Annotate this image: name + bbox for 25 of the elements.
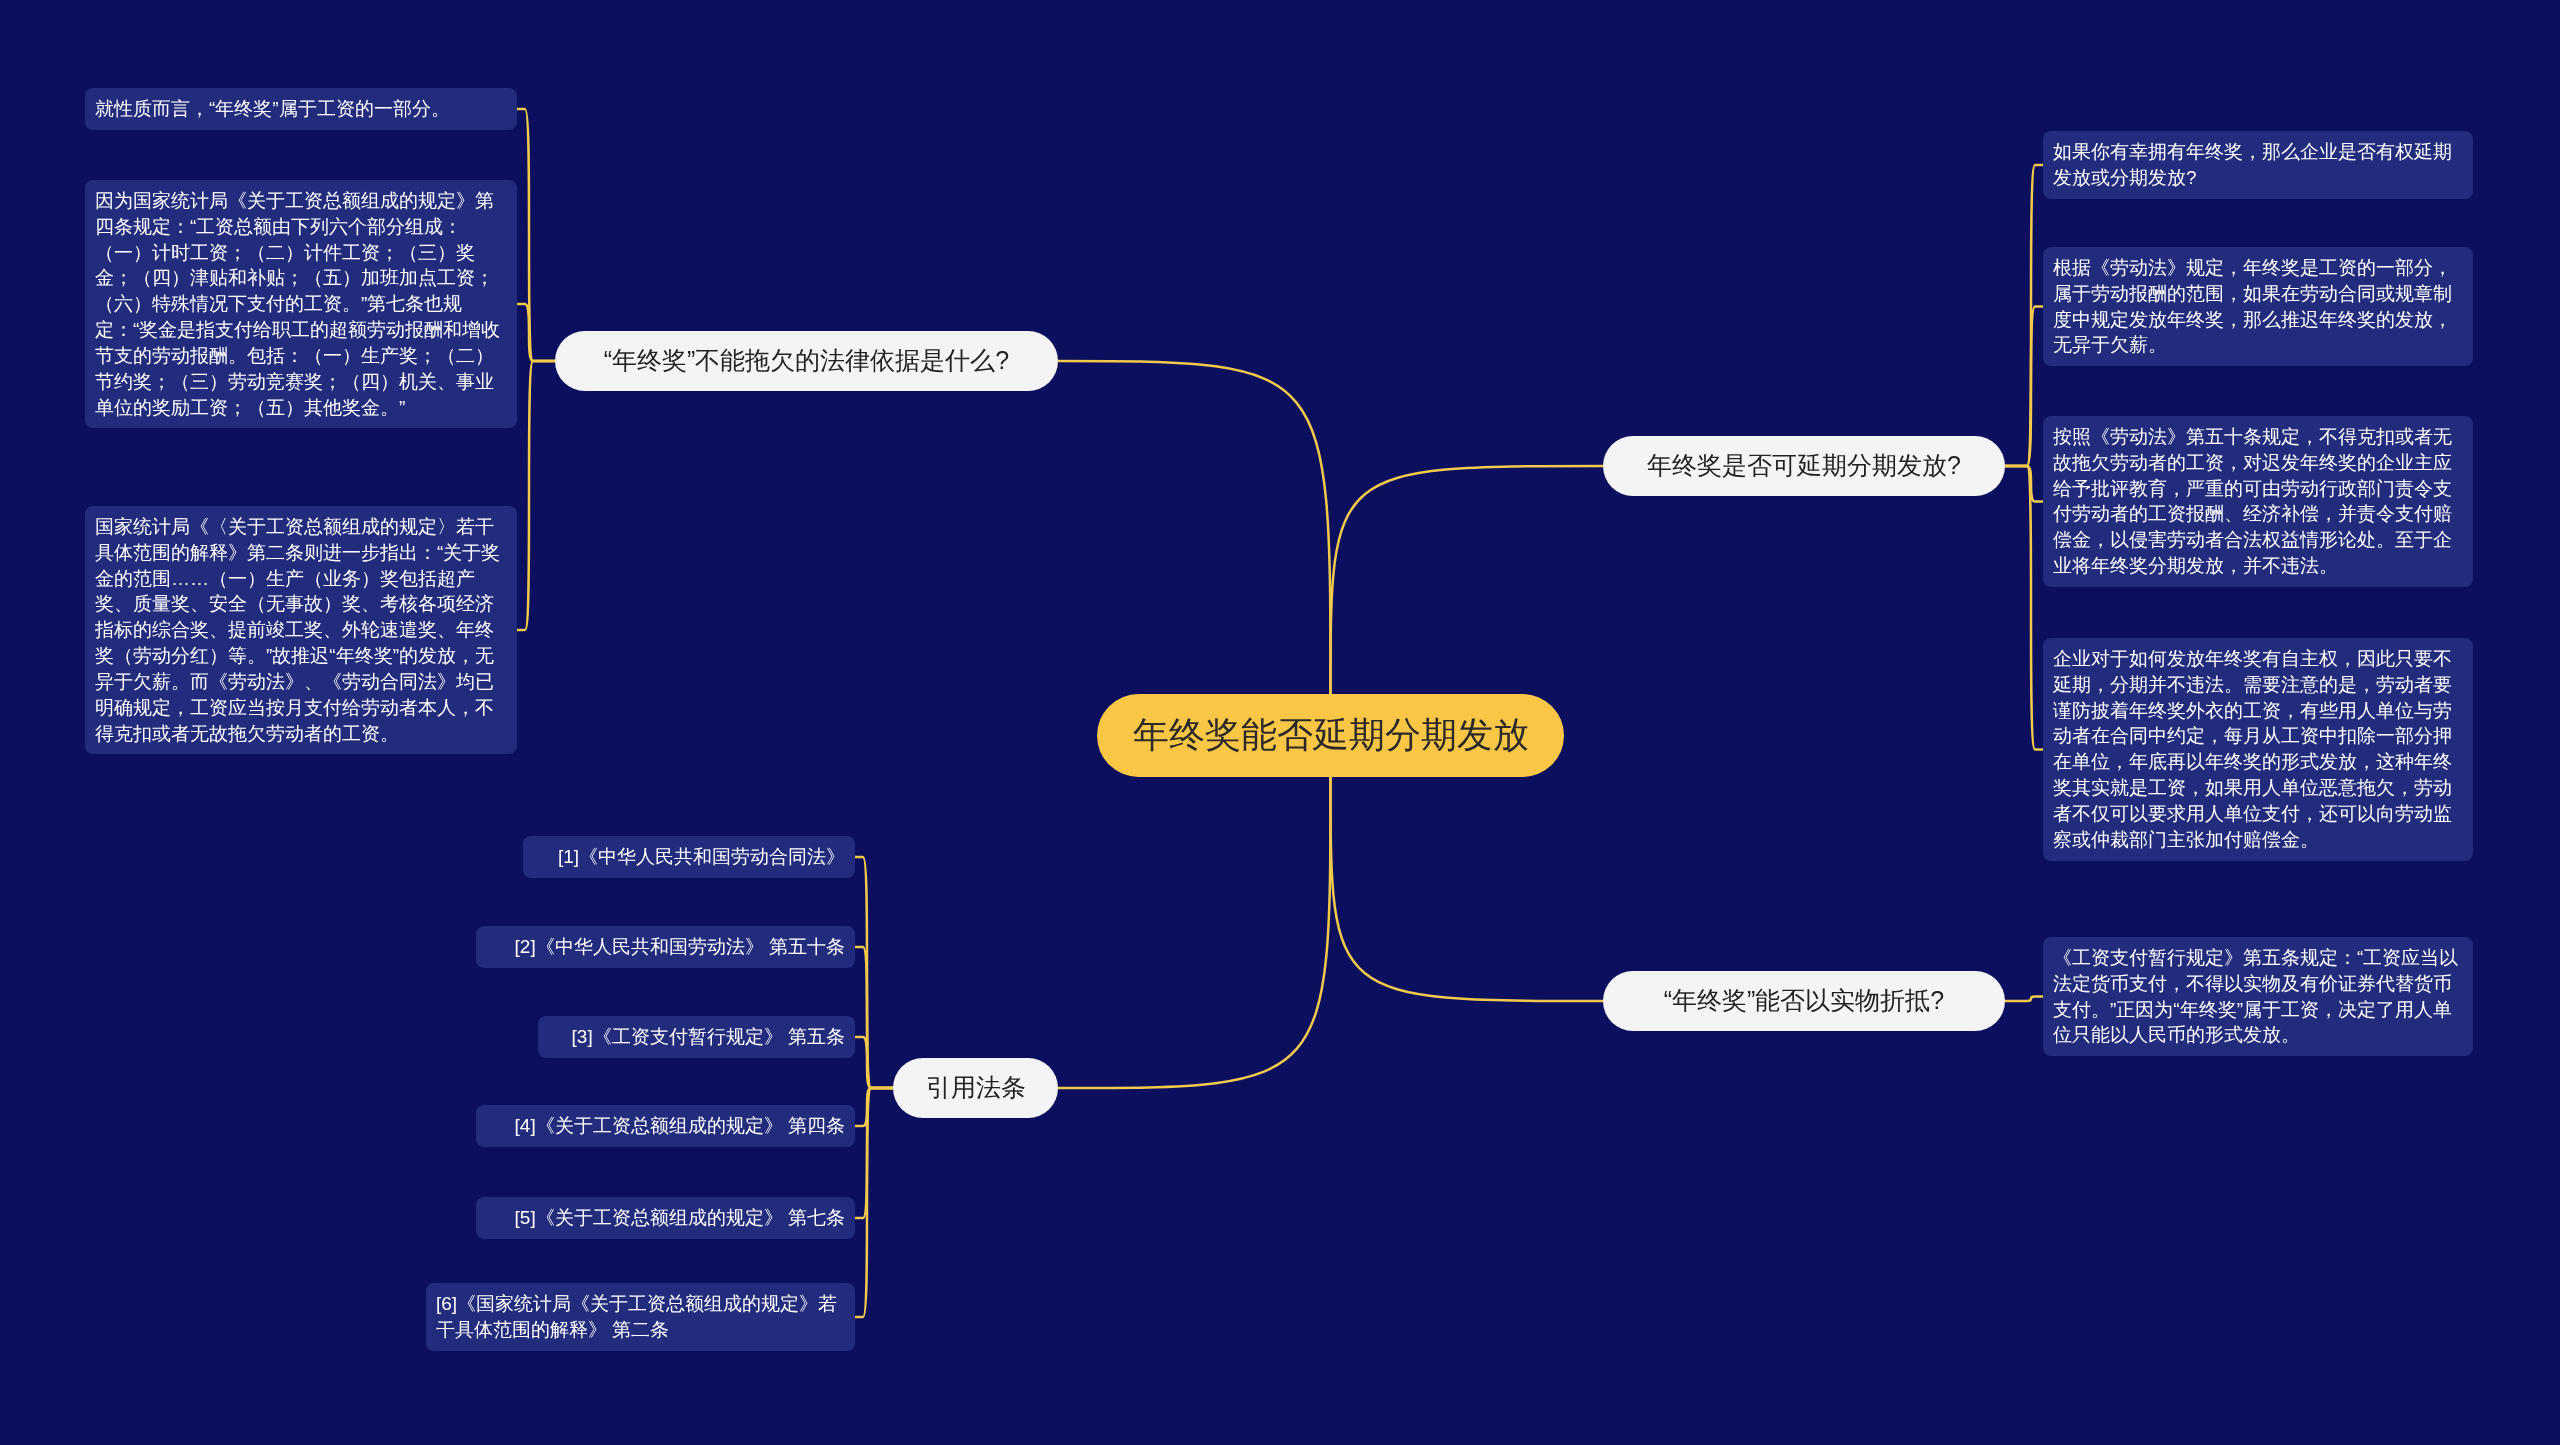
topic-bubble: “年终奖”能否以实物折抵? [1603,971,2005,1031]
connector-line [1058,777,1332,1090]
note-card: 就性质而言，“年终奖”属于工资的一部分。 [85,88,517,130]
note-card: 《工资支付暂行规定》第五条规定：“工资应当以法定货币支付，不得以实物及有价证券代替货币支付。”正因为“年终奖”属于工资，决定了用人单位只能以人民币的形式发放。 [2043,937,2473,1057]
note-card: 企业对于如何发放年终奖有自主权，因此只要不延期，分期并不违法。需要注意的是，劳动者要谨防披着年终奖外衣的工资，有些用人单位与劳动者在合同中约定，每月从工资中扣除一部分押在单位，年底再以年终奖的形式发放，这种年终奖其实就是工资，如果用人单位恶意拖欠，劳动者不仅可以要求用人单位支付，还可以向劳动监察或仲裁部门主张加付赔偿金。 [2043,638,2473,861]
connector-line [2005,995,2043,1003]
note-card: [4]《关于工资总额组成的规定》 第四条 [476,1105,855,1147]
note-card: 根据《劳动法》规定，年终奖是工资的一部分，属于劳动报酬的范围，如果在劳动合同或规章制度中规定发放年终奖，那么推迟年终奖的发放，无异于欠薪。 [2043,247,2473,367]
topic-bubble: “年终奖”不能拖欠的法律依据是什么? [555,331,1058,391]
connector-line [855,1086,893,1319]
note-card: [5]《关于工资总额组成的规定》 第七条 [476,1197,855,1239]
note-card: 因为国家统计局《关于工资总额组成的规定》第四条规定：“工资总额由下列六个部分组成：（一）计时工资；（二）计件工资；（三）奖金；（四）津贴和补贴；（五）加班加点工资；（六）特殊情况下支付的工资。”第七条也规定：“奖金是指支付给职工的超额劳动报酬和增收节支的劳动报酬。包括：（一）生产奖；（二）节约奖；（三）劳动竞赛奖；（四）机关、事业单位的奖励工资；（五）其他奖金。” [85,180,517,429]
note-card: [3]《工资支付暂行规定》 第五条 [538,1016,855,1058]
connector-line [517,359,555,632]
note-card: [6]《国家统计局《关于工资总额组成的规定》若干具体范围的解释》 第二条 [426,1283,855,1351]
connector-line [1329,464,1603,694]
note-card: [1]《中华人民共和国劳动合同法》 [523,836,855,878]
note-card: 如果你有幸拥有年终奖，那么企业是否有权延期发放或分期发放? [2043,131,2473,199]
note-card: 国家统计局《〈关于工资总额组成的规定〉若干具体范围的解释》第二条则进一步指出：“关于奖金的范围……（一）生产（业务）奖包括超产奖、质量奖、安全（无事故）奖、考核各项经济指标的综合奖、提前竣工奖、外轮速遣奖、年终奖（劳动分红）等。”故推迟“年终奖”的发放，无异于欠薪。而《劳动法》、《劳动合同法》均已明确规定，工资应当按月支付给劳动者本人，不得克扣或者无故拖欠劳动者的工资。 [85,506,517,755]
note-card: [2]《中华人民共和国劳动法》 第五十条 [476,926,855,968]
topic-bubble: 年终奖是否可延期分期发放? [1603,436,2005,496]
central-topic: 年终奖能否延期分期发放 [1097,694,1564,777]
connector-line [2005,464,2043,751]
topic-bubble: 引用法条 [893,1058,1058,1118]
note-card: 按照《劳动法》第五十条规定，不得克扣或者无故拖欠劳动者的工资，对迟发年终奖的企业主应给予批评教育，严重的可由劳动行政部门责令支付劳动者的工资报酬、经济补偿，并责令支付赔偿金，以侵害劳动者合法权益情形论处。至于企业将年终奖分期发放，并不违法。 [2043,416,2473,587]
